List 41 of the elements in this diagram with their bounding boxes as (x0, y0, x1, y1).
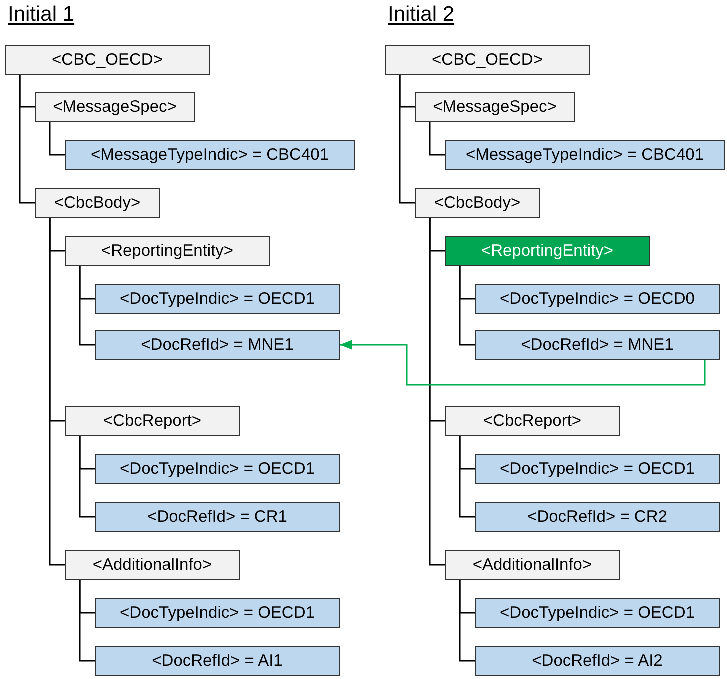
tree-line (429, 122, 445, 156)
tree-line (459, 580, 475, 662)
tree-line (49, 218, 65, 566)
arrow (340, 340, 706, 386)
value-box: <DocRefId> = MNE1 (475, 330, 720, 360)
tag-box: <MessageSpec> (415, 92, 575, 122)
tree-heading: Initial 1 (8, 3, 75, 27)
value-box: <DocTypeIndic> = OECD1 (95, 454, 340, 484)
value-box: <DocTypeIndic> = OECD1 (475, 454, 720, 484)
value-box: <DocRefId> = CR1 (95, 502, 340, 532)
value-box: <MessageTypeIndic> = CBC401 (445, 140, 725, 170)
value-box: <DocRefId> = MNE1 (95, 330, 340, 360)
value-box: <DocTypeIndic> = OECD1 (475, 598, 720, 628)
tag-box: <CbcBody> (35, 188, 160, 218)
tree-line (49, 122, 65, 156)
tag-box: <MessageSpec> (35, 92, 195, 122)
tree-line (19, 75, 35, 204)
value-box: <DocRefId> = CR2 (475, 502, 720, 532)
value-box: <DocTypeIndic> = OECD1 (95, 598, 340, 628)
value-box: <MessageTypeIndic> = CBC401 (65, 140, 355, 170)
tag-box: <AdditionalInfo> (65, 550, 240, 580)
tree-line (399, 75, 415, 204)
tree-line (429, 218, 445, 566)
tree-line (79, 580, 95, 662)
tag-box: <CBC_OECD> (5, 45, 210, 75)
value-box: <DocTypeIndic> = OECD1 (95, 284, 340, 314)
tag-box: <ReportingEntity> (445, 236, 650, 266)
tag-box: <CBC_OECD> (385, 45, 590, 75)
tree-line (459, 266, 475, 346)
tag-box: <CbcReport> (65, 406, 240, 436)
tree-heading: Initial 2 (388, 3, 455, 27)
value-box: <DocRefId> = AI2 (475, 646, 720, 676)
tag-box: <AdditionalInfo> (445, 550, 620, 580)
tree-line (79, 436, 95, 518)
tag-box: <CbcReport> (445, 406, 620, 436)
tag-box: <ReportingEntity> (65, 236, 270, 266)
value-box: <DocRefId> = AI1 (95, 646, 340, 676)
tree-line (459, 436, 475, 518)
value-box: <DocTypeIndic> = OECD0 (475, 284, 720, 314)
tag-box: <CbcBody> (415, 188, 540, 218)
tree-line (79, 266, 95, 346)
